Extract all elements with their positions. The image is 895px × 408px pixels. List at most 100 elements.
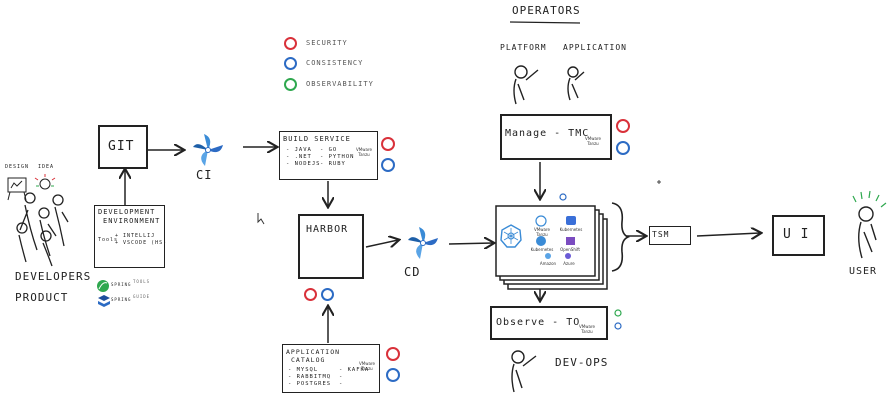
build-lang-2: - .Net xyxy=(286,154,312,160)
user-figure xyxy=(858,206,877,259)
harbor-consistency-ring xyxy=(321,288,334,301)
git-label: GIT xyxy=(108,139,135,154)
catalog-app-3: - Postgres xyxy=(288,381,332,387)
design-icon xyxy=(7,177,27,201)
legend-observability-label: Observability xyxy=(306,80,374,88)
product-label: Product xyxy=(15,291,69,304)
spring-tools-sub: Tools xyxy=(133,279,151,284)
kubernetes-icon xyxy=(536,236,546,246)
build-consistency-ring xyxy=(381,158,395,172)
tsm-label: TSM xyxy=(652,230,670,239)
legend-consistency-label: Consistency xyxy=(306,59,364,67)
dev-environment-box: Development Environment Tools + Intellij… xyxy=(94,205,168,268)
app-catalog-box: Application Catalog VMware Tanzu - MySQL… xyxy=(282,344,380,393)
manage-security-ring xyxy=(616,119,630,133)
tanzu-icon xyxy=(535,215,547,227)
idea-label: Idea xyxy=(38,164,55,170)
tsm-box: TSM xyxy=(649,226,691,245)
spring-tools-label: Spring xyxy=(111,282,132,287)
dev-env-tool-1: + Intellij xyxy=(115,233,156,239)
catalog-app-4: - Kafka xyxy=(339,367,370,373)
kubernetes-grid-icon xyxy=(566,216,576,225)
devops-label: DEV-OPS xyxy=(555,356,609,369)
arrow-cd-clusters xyxy=(448,243,493,244)
spring-icon xyxy=(97,280,109,292)
legend-security-label: Security xyxy=(306,39,348,47)
cursor-icon xyxy=(257,213,265,225)
build-lang-1: - Java xyxy=(286,147,312,153)
catalog-security-ring xyxy=(386,347,400,361)
spring-guide-label: Spring xyxy=(111,297,132,302)
manage-tmc-box: Manage - TMC VMware Tanzu xyxy=(500,114,612,160)
ci-pinwheel-icon xyxy=(193,134,223,166)
cluster-consistency-dot xyxy=(559,193,567,201)
manage-tmc-label: Manage - TMC xyxy=(505,128,590,139)
build-lang-6: - Ruby xyxy=(320,161,346,167)
catalog-app-5: - xyxy=(339,374,344,380)
cluster-k8s-label: Kubernetes xyxy=(559,227,583,232)
application-operator-figure xyxy=(567,66,585,101)
dev-env-tool-2: + Vscode (HS) xyxy=(115,240,168,246)
manage-vmware-label: VMware Tanzu xyxy=(585,136,601,146)
spring-guide-sub: Guide xyxy=(133,294,151,299)
manage-consistency-ring xyxy=(616,141,630,155)
cd-pinwheel-icon xyxy=(408,227,438,259)
cluster-azure-label: Azure xyxy=(563,261,575,266)
cluster-aws-label: Amazon xyxy=(539,261,557,266)
user-label: USER xyxy=(849,266,878,277)
build-lang-5: - Python xyxy=(320,154,355,160)
catalog-app-6: - xyxy=(339,381,344,387)
harbor-box: HARBOR xyxy=(298,214,364,279)
cluster-openshift-label: OpenShift xyxy=(560,247,580,252)
ui-label: U I xyxy=(783,227,810,242)
observe-observability-ring xyxy=(614,309,622,317)
platform-operator-figure xyxy=(513,65,539,105)
observe-to-box: Observe - TO VMware Tanzu xyxy=(490,306,608,340)
dev-env-title-1: Development xyxy=(98,208,156,216)
build-service-title: Build Service xyxy=(283,135,351,143)
build-vmware-label: VMware Tanzu xyxy=(356,147,372,157)
design-label: Design xyxy=(5,164,30,170)
platform-label: Platform xyxy=(500,43,547,52)
dev-env-title-2: Environment xyxy=(103,217,161,225)
catalog-consistency-ring xyxy=(386,368,400,382)
catalog-vmware-label: VMware Tanzu xyxy=(359,361,375,371)
aws-icon xyxy=(545,253,551,259)
azure-icon xyxy=(565,253,571,259)
cluster-k8s2-label: Kubernetes xyxy=(530,247,554,252)
developers-group-figure xyxy=(16,192,69,267)
spring-guide-icon xyxy=(98,295,110,307)
developers-label: Developers xyxy=(15,270,92,283)
catalog-title-2: Catalog xyxy=(291,356,326,364)
ui-box: U I xyxy=(772,215,825,256)
plus-mark xyxy=(657,180,661,184)
ci-label: CI xyxy=(196,168,213,182)
legend-security-ring xyxy=(284,37,297,50)
harbor-security-ring xyxy=(304,288,317,301)
operators-title: Operators xyxy=(512,4,581,17)
catalog-title-1: Application xyxy=(286,348,341,356)
operators-underline xyxy=(509,21,581,24)
application-label: Application xyxy=(563,43,627,52)
legend-observability-ring xyxy=(284,78,297,91)
openshift-icon xyxy=(566,237,575,245)
devops-figure xyxy=(511,350,537,393)
user-rays xyxy=(852,190,887,208)
build-lang-3: - NodeJS xyxy=(286,161,321,167)
catalog-app-1: - MySQL xyxy=(288,367,319,373)
legend-consistency-ring xyxy=(284,57,297,70)
dev-env-tools-label: Tools xyxy=(98,237,119,243)
observe-consistency-ring xyxy=(614,322,622,330)
catalog-app-2: - RabbitMQ xyxy=(288,374,332,380)
git-box: GIT xyxy=(98,125,148,169)
build-security-ring xyxy=(381,137,395,151)
harbor-label: HARBOR xyxy=(306,224,349,235)
clusters-brace xyxy=(611,202,631,272)
build-lang-4: - Go xyxy=(320,147,338,153)
arrow-harbor-cd xyxy=(365,240,398,247)
cd-label: CD xyxy=(404,265,421,279)
idea-icon xyxy=(34,174,56,190)
observe-to-label: Observe - TO xyxy=(496,317,581,328)
cluster-vmware-label: VMware Tanzu xyxy=(534,227,550,237)
